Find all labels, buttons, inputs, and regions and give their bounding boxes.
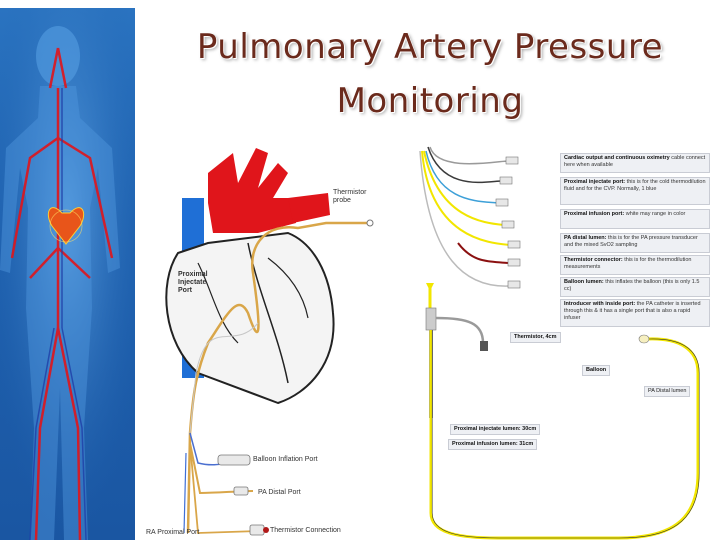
balloon-tag: Balloon	[582, 365, 611, 376]
slide-title: Pulmonary Artery Pressure Monitoring	[150, 20, 710, 128]
ra-proximal-port-label: RA Proximal Port	[146, 529, 200, 536]
proximal-infusion-lumen-tag: Proximal infusion lumen: 31cm	[448, 439, 538, 450]
callout-introducer-body: the PA catheter is inserted through this…	[564, 301, 701, 321]
proximal-injectate-line-2: Injectate	[178, 279, 207, 286]
callout-proximal-infusion-body: white may range in color	[625, 211, 686, 217]
balloon-text: Balloon	[586, 367, 607, 373]
callout-cardiac-output-body: cable connect here when available	[564, 155, 706, 168]
callout-pa-distal: PA distal lumen: this is for the PA pres…	[560, 233, 710, 253]
title-line-2: Monitoring	[336, 81, 524, 121]
proximal-injectate-lumen-tag: Proximal injectate lumen: 30cm	[450, 424, 541, 435]
callout-proximal-injectate: Proximal injectate port: this is for the…	[560, 177, 710, 205]
thermistor-4cm-text: Thermistor, 4cm	[514, 334, 557, 340]
proximal-injectate-lumen-text: Proximal injectate lumen: 30cm	[454, 426, 537, 432]
callout-proximal-injectate-body: this is for the cold thermodilution flui…	[564, 179, 706, 192]
pa-distal-lumen-tag: PA Distal lumen	[644, 386, 691, 397]
thermistor-4cm-tag: Thermistor, 4cm	[510, 332, 561, 343]
catheter-illustration	[419, 146, 700, 540]
anatomy-panel	[0, 8, 135, 540]
callout-proximal-infusion: Proximal infusion port: white may range …	[560, 209, 710, 229]
thermistor-connection-label: Thermistor Connection	[270, 527, 341, 534]
proximal-injectate-port-label: Proximal Injectate Port	[178, 271, 208, 295]
callout-balloon-lumen-body: this inflates the balloon (this is only …	[564, 279, 700, 292]
heart-catheter-diagram: Thermistor probe Proximal Injectate Port…	[138, 143, 396, 540]
heart-illustration	[165, 148, 374, 536]
callout-proximal-infusion-head: Proximal infusion port:	[564, 211, 625, 217]
proximal-injectate-line-3: Port	[178, 287, 192, 294]
callout-pa-distal-body: this is for the PA pressure transducer a…	[564, 235, 698, 248]
title-line-1: Pulmonary Artery Pressure	[196, 27, 664, 67]
callout-introducer: Introducer with inside port: the PA cath…	[560, 299, 710, 327]
body-circulation-illustration	[0, 8, 135, 540]
thermistor-probe-line-1: Thermistor	[333, 189, 367, 196]
callout-thermistor-connector-head: Thermistor connector:	[564, 257, 623, 263]
callout-pa-distal-head: PA distal lumen:	[564, 235, 607, 241]
pa-distal-lumen-text: PA Distal lumen	[648, 388, 687, 394]
callout-balloon-lumen: Balloon lumen: this inflates the balloon…	[560, 277, 710, 297]
callout-thermistor-connector: Thermistor connector: this is for the th…	[560, 255, 710, 275]
callout-balloon-lumen-head: Balloon lumen:	[564, 279, 604, 285]
catheter-diagram: Cardiac output and continuous oximetry c…	[398, 143, 720, 540]
callout-cardiac-output: Cardiac output and continuous oximetry c…	[560, 153, 710, 173]
thermistor-probe-label: Thermistor probe	[333, 189, 366, 205]
balloon-inflation-port-label: Balloon Inflation Port	[253, 456, 318, 463]
proximal-infusion-lumen-text: Proximal infusion lumen: 31cm	[452, 441, 534, 447]
pa-distal-port-label: PA Distal Port	[258, 489, 301, 496]
callout-thermistor-connector-body: this is for the thermodilution measureme…	[564, 257, 692, 270]
callout-introducer-head: Introducer with inside port:	[564, 301, 636, 307]
proximal-injectate-line-1: Proximal	[178, 271, 208, 278]
callout-cardiac-output-head: Cardiac output and continuous oximetry	[564, 155, 670, 161]
callout-proximal-injectate-head: Proximal injectate port:	[564, 179, 626, 185]
thermistor-probe-line-2: probe	[333, 197, 351, 204]
